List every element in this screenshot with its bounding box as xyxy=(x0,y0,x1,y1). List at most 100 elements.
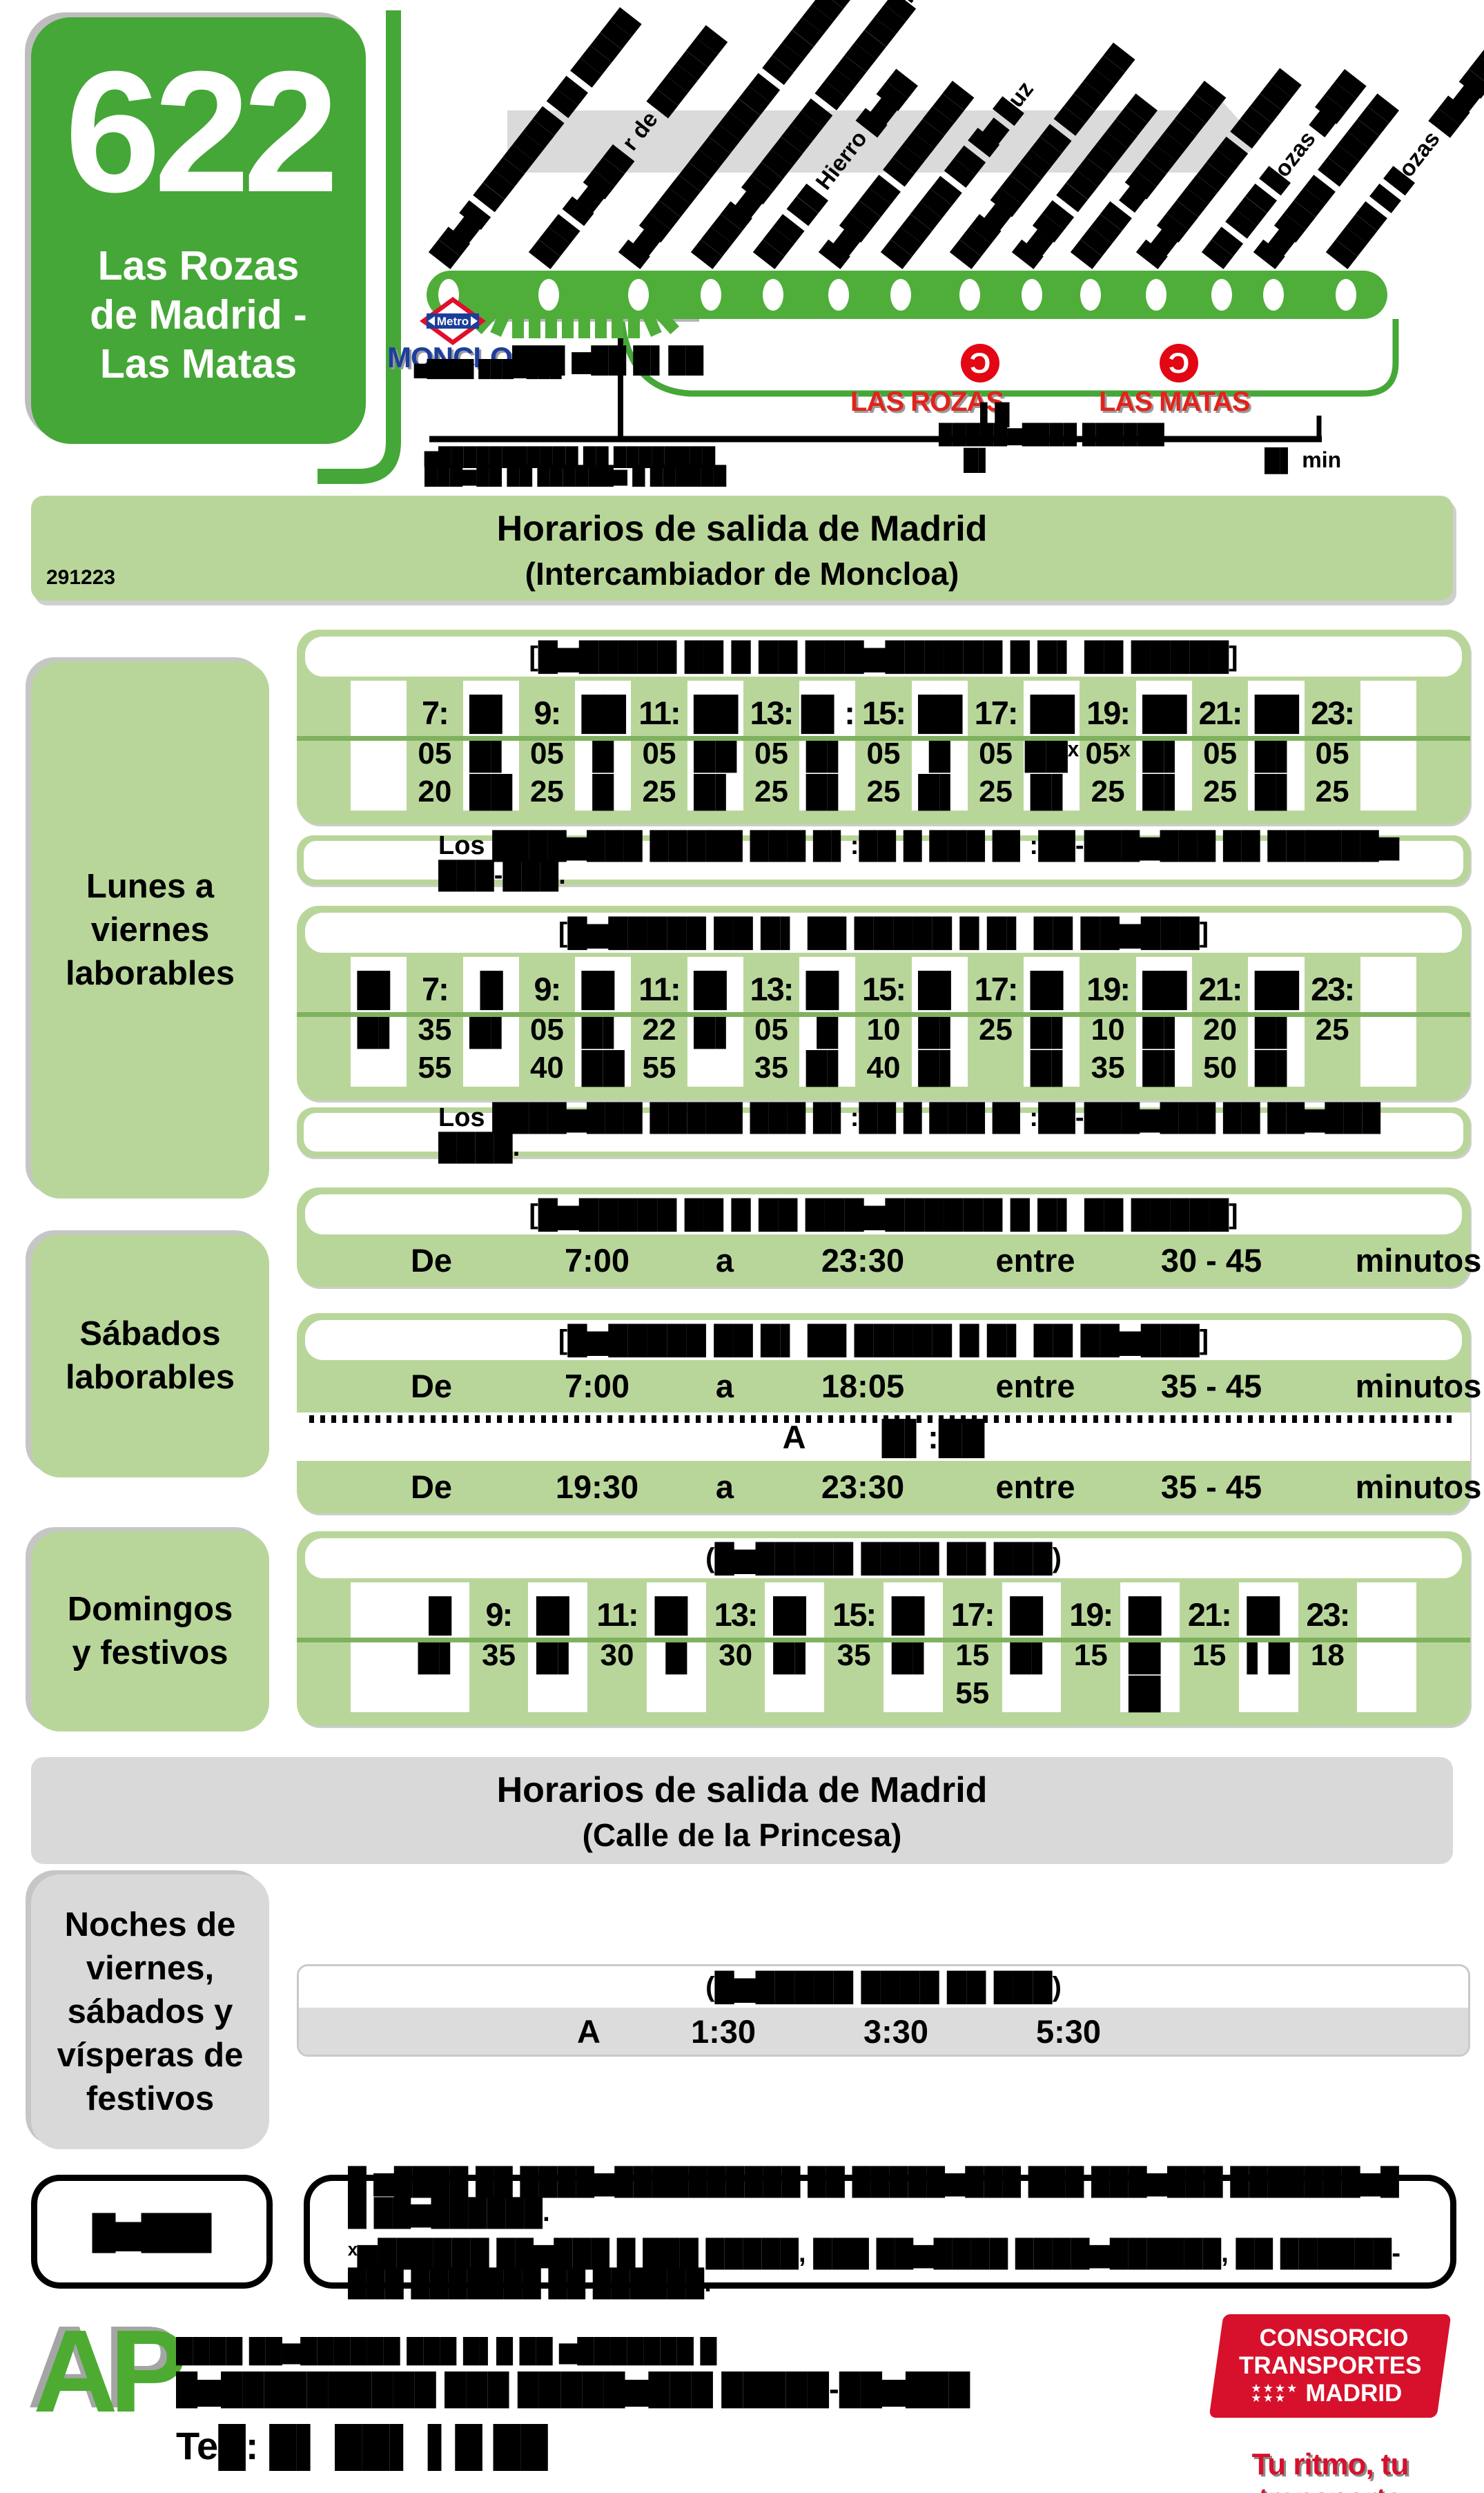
hour-label: ██ xyxy=(693,695,739,731)
hour-minute-divider xyxy=(297,736,1470,741)
frequency-cell: 35 - 45 xyxy=(1160,1468,1262,1505)
hour-column: █▌ █▌ █▌ xyxy=(911,957,968,1087)
minute-value-1: 20 xyxy=(1203,1012,1238,1047)
hour-label: 9: xyxy=(534,971,562,1007)
minute-value-1: 25 xyxy=(979,1012,1013,1047)
madrid-stars-icon: ★★★★ ★★★ xyxy=(1250,2382,1298,2405)
hour-column xyxy=(351,1582,410,1712)
route-number: 622 xyxy=(64,35,339,228)
weekday-table-1: [█▆█████ ██ █ ██ ███▆██████ █ █▌ ██ ████… xyxy=(297,630,1470,824)
header-moncloa-subtitle: (Intercambiador de Moncloa) xyxy=(525,556,959,592)
hour-column xyxy=(1360,681,1417,811)
frequency-cell: 30 - 45 xyxy=(1160,1241,1262,1279)
minute-value-2: 55 xyxy=(955,1676,990,1710)
frequency-cell: a xyxy=(715,1241,734,1279)
stars-bottom: ★★★ xyxy=(1250,2392,1287,2405)
minute-value-2: 25 xyxy=(866,774,901,808)
hour-label: 19: xyxy=(1086,695,1131,731)
hour-column: 23: 05 25 xyxy=(1305,681,1360,811)
night-departure-cell: 3:30 xyxy=(863,2012,929,2050)
route-name-line: Las Matas xyxy=(99,341,297,387)
direction-arrow-head xyxy=(1204,81,1258,202)
minute-value-2: 25 xyxy=(754,774,788,808)
minute-value-2: 25 xyxy=(642,774,676,808)
hour-column: 19: 05ˣ 25 xyxy=(1080,681,1135,811)
direction-arrow xyxy=(507,110,1206,173)
minute-value-1: █▌ xyxy=(357,1012,400,1047)
minute-value-1: 10 xyxy=(1091,1012,1125,1047)
station-las-matas-label: LAS MATAS xyxy=(1099,387,1250,417)
hour-column: █ █▌ xyxy=(462,957,519,1087)
hour-column: 13: 05 35 xyxy=(743,957,799,1087)
hour-label: █▌ xyxy=(891,1596,937,1633)
hour-column: █▌ █▌ xyxy=(687,957,743,1087)
minute-value-2: 25 xyxy=(1091,774,1125,808)
hour-label: █▌ xyxy=(654,1596,699,1633)
minute-value-1: █ xyxy=(665,1638,687,1672)
hour-column: █▌ ▌█ xyxy=(1238,1582,1298,1712)
minute-value-1: 05 xyxy=(529,1012,564,1047)
hour-label: █▌ xyxy=(1030,971,1075,1007)
hour-column: 7: 35 55 xyxy=(407,957,462,1087)
hour-column: █▌: █▌ █▌ xyxy=(799,681,856,811)
frequency-cell: a xyxy=(715,1367,734,1404)
stop-dot xyxy=(1211,279,1232,311)
minute-value-2: █▌ xyxy=(1254,1050,1298,1085)
ctm-line-2: TRANSPORTES xyxy=(1238,2352,1422,2379)
hour-label: 17: xyxy=(974,971,1019,1007)
hour-label: 15: xyxy=(832,1596,877,1633)
stop-dot xyxy=(959,279,980,311)
sunday-table: (█▆█████ ████ ██ ███) █ █▌ 9: 35 █▌ xyxy=(297,1531,1470,1726)
minute-value-1: █▌ xyxy=(1142,736,1186,770)
ctm-line-1: CONSORCIO xyxy=(1259,2325,1409,2351)
minute-value-2: ██ xyxy=(581,1050,625,1085)
weekday-note-1-band: Los ████▆███ █████ ███ █▌:██ █ ███ █▌:██… xyxy=(297,831,1470,890)
hour-label: ██ xyxy=(1142,971,1187,1007)
hour-label: 21: xyxy=(1187,1596,1232,1633)
stop-dot xyxy=(1022,279,1042,311)
minute-value-1: █▌ xyxy=(1030,1012,1073,1047)
minute-value-1: 05 xyxy=(642,736,676,770)
hour-column: ██ █▌ █▌ xyxy=(1248,957,1305,1087)
minute-value-1: 30 xyxy=(600,1638,634,1672)
frequency-cell: 35 - 45 xyxy=(1160,1367,1262,1404)
route-entry-line xyxy=(318,10,401,484)
operator-address-line-1: ████ ██▆██████ ███ █▌█ ██ ▆███████ █ xyxy=(176,2338,717,2364)
hour-column xyxy=(1357,1582,1417,1712)
cercanias-glyph: Ɔ xyxy=(1168,347,1190,379)
minute-value-1: █▌ xyxy=(469,736,513,770)
hour-column: █ █▌ xyxy=(409,1582,469,1712)
minute-value-1: █▌ xyxy=(581,1012,625,1047)
hour-column: █▌ █▌ xyxy=(351,957,407,1087)
minute-value-1: █▌ xyxy=(1142,1012,1186,1047)
hour-column: 15: 05 25 xyxy=(855,681,911,811)
hour-label: 15: xyxy=(862,971,906,1007)
minute-value-2: █ xyxy=(592,774,614,808)
hour-label: █▌ xyxy=(693,971,739,1007)
validity-band: [█▆█████ ██ █▌ ██ █████ █ █▌ ██ ██▆███] xyxy=(305,913,1462,953)
minute-value-1: 15 xyxy=(1073,1638,1108,1672)
notes-body-box: █ ▆████ ██ ████▆██████████ ██ █████▆███ … xyxy=(304,2167,1456,2298)
minute-value-1: █ xyxy=(817,1012,839,1047)
hour-label: ██ xyxy=(1254,971,1300,1007)
frequency-cell: entre xyxy=(995,1241,1075,1279)
stop-dot xyxy=(890,279,911,311)
hour-column: 13: 30 xyxy=(706,1582,765,1712)
saturday-table-1: [█▆█████ ██ █ ██ ███▆██████ █ █▌ ██ ████… xyxy=(297,1187,1481,1287)
station-moncloa-label: MONCLOA xyxy=(387,341,533,374)
hour-label: 9: xyxy=(485,1596,514,1633)
hour-label: 19: xyxy=(1086,971,1131,1007)
notes-title-box: █▆███ xyxy=(31,2175,273,2289)
hour-column: ██ █ █ xyxy=(575,681,632,811)
hour-column: 9: 35 xyxy=(469,1582,529,1712)
minute-value-1: 35 xyxy=(418,1012,452,1047)
sidebar-label-line: Noches de xyxy=(64,1905,236,1943)
minute-value-2: █▌ xyxy=(1030,1050,1073,1085)
minute-value-1: █▌ xyxy=(418,1638,461,1672)
hour-label: █▌: xyxy=(801,695,855,731)
hour-column: 17: 15 55 xyxy=(943,1582,1002,1712)
sidebar-label-line: laborables xyxy=(65,1359,235,1396)
